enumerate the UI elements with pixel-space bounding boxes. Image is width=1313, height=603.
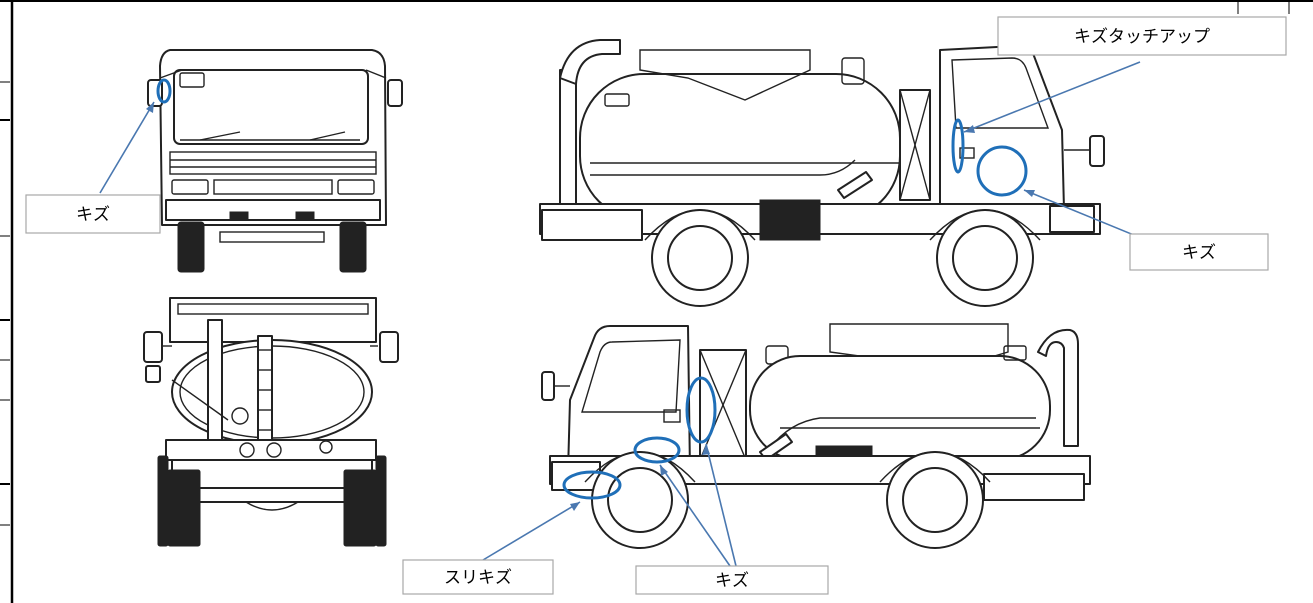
svg-text:キズ: キズ: [76, 205, 110, 225]
truck-right-side-view: [539, 39, 1105, 307]
svg-text:キズタッチアップ: キズタッチアップ: [1074, 27, 1210, 47]
svg-text:キズ: キズ: [1182, 243, 1216, 263]
svg-text:スリキズ: スリキズ: [444, 568, 512, 588]
marker-front-mirror: [156, 78, 172, 104]
truck-front-view: [147, 49, 403, 273]
marker-cab-lower: [976, 145, 1028, 197]
marker-cab-rear: [685, 376, 717, 444]
marker-bumper: [562, 470, 622, 500]
damage-markers: [156, 78, 1028, 500]
svg-text:キズ: キズ: [715, 571, 749, 591]
truck-left-side-view: [541, 323, 1091, 549]
label-front-scratch: キズ: [25, 194, 161, 234]
label-scrape: スリキズ: [402, 559, 554, 595]
marker-cab-touchup: [951, 118, 965, 174]
label-touch-up: キズタッチアップ: [997, 16, 1287, 56]
truck-rear-view: [143, 297, 399, 547]
label-side-scratch: キズ: [1129, 233, 1269, 271]
marker-step: [633, 436, 681, 464]
label-lower-scratch: キズ: [635, 565, 829, 595]
pointer-arrows: [99, 61, 1147, 567]
